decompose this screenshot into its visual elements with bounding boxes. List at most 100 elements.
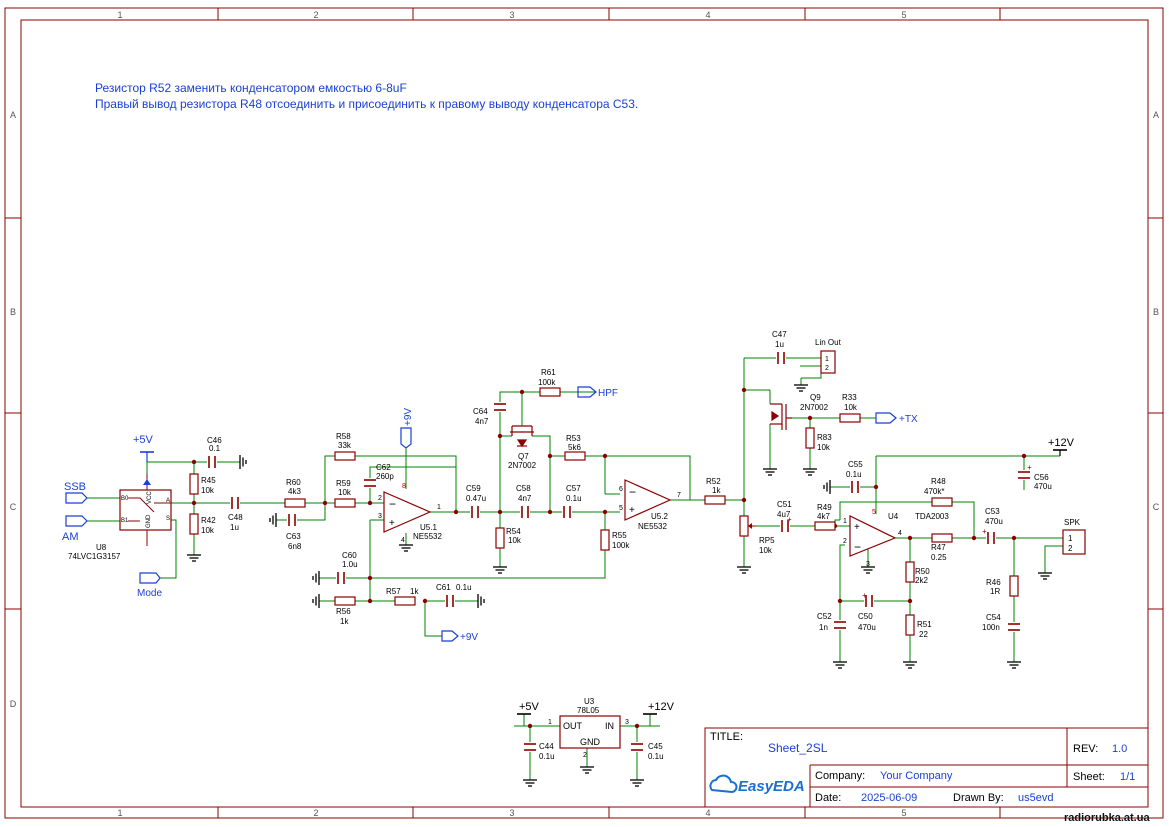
- ref-label: C53: [985, 507, 1000, 516]
- u5-1-pin-label: 1: [437, 504, 441, 511]
- svg-text:−: −: [629, 485, 636, 499]
- frame-col-label: 4: [705, 808, 710, 818]
- u4-pin-label: 4: [898, 530, 902, 537]
- ref-label: R61: [541, 368, 556, 377]
- ref-label: C55: [848, 460, 863, 469]
- frame-col-label: 5: [901, 10, 906, 20]
- label-lin-out: Lin Out: [815, 338, 842, 347]
- ref-label: C56: [1034, 473, 1049, 482]
- svg-text:−: −: [854, 540, 861, 554]
- ref-label: C63: [286, 532, 301, 541]
- title-block: [704, 727, 1149, 808]
- ref-label: Q9: [810, 393, 821, 402]
- value-label: 0.1u: [456, 583, 472, 592]
- frame-row-label: B: [1153, 307, 1159, 317]
- connector-spk: 1 2: [1062, 529, 1086, 555]
- company-label: Company:: [815, 770, 865, 782]
- value-label: 470u: [1034, 482, 1052, 491]
- ref-label: C61: [436, 583, 451, 592]
- note-line-1: Резистор R52 заменить конденсатором емко…: [95, 81, 407, 95]
- net-label-9v-top: +9V: [403, 408, 414, 426]
- rev-label: REV:: [1073, 743, 1098, 755]
- value-label: 0.1u: [648, 752, 664, 761]
- conn-pin: 1: [825, 356, 829, 363]
- value-label: 100k: [612, 541, 630, 550]
- value-label: 1k: [340, 617, 349, 626]
- ref-label: R53: [566, 434, 581, 443]
- connector-lin-out: 1 2: [820, 350, 836, 374]
- ref-label: C52: [817, 612, 832, 621]
- frame-col-label: 4: [705, 10, 710, 20]
- resistors: [189, 387, 1019, 636]
- u8-switch-ic: B0 B1 A S VCC GND: [119, 474, 172, 546]
- u3-pin-label: OUT: [563, 721, 583, 731]
- u5-2-pin-label: 6: [619, 486, 623, 493]
- u5-1-pin-label: 4: [401, 537, 405, 544]
- frame-row-label: C: [1153, 502, 1160, 512]
- company-value: Your Company: [880, 770, 953, 782]
- value-label: 1u: [775, 340, 784, 349]
- value-label: NE5532: [413, 532, 442, 541]
- ref-label: R49: [817, 503, 832, 512]
- value-label: 5k6: [568, 443, 581, 452]
- note-line-2: Правый вывод резистора R48 отсоединить и…: [95, 97, 639, 111]
- value-label: 100n: [982, 623, 1000, 632]
- ref-label: Q7: [518, 452, 529, 461]
- ref-label: U5.2: [651, 512, 668, 521]
- value-label: 1R: [990, 587, 1000, 596]
- value-label: 78L05: [577, 706, 600, 715]
- u8-pin-label: B1: [121, 518, 129, 524]
- value-label: 4n7: [475, 417, 489, 426]
- frame-col-label: 1: [117, 10, 122, 20]
- frame-col-label: 2: [313, 808, 318, 818]
- ref-label: U5.1: [420, 523, 437, 532]
- value-label: 470u: [985, 517, 1003, 526]
- net-label-5v: +5V: [133, 434, 154, 446]
- date-label: Date:: [815, 792, 841, 804]
- svg-text:+: +: [787, 515, 792, 524]
- ref-label: C60: [342, 551, 357, 560]
- net-label-mode: Mode: [137, 588, 162, 599]
- net-label-5v-reg: +5V: [519, 701, 540, 713]
- ref-label: C46: [207, 436, 222, 445]
- ref-label: U4: [888, 512, 899, 521]
- net-label-tx: +TX: [899, 414, 918, 425]
- ref-label: R57: [386, 587, 401, 596]
- frame-row-label: A: [1153, 110, 1159, 120]
- value-label: 1k: [712, 486, 721, 495]
- watermark: radiorubka.at.ua: [1064, 812, 1150, 824]
- u8-pin-label: GND: [146, 514, 152, 528]
- u5-2-pin-label: 5: [619, 505, 623, 512]
- value-label: 0.1: [209, 444, 221, 453]
- u3-pin-label: 2: [583, 752, 587, 759]
- drawn-value: us5evd: [1018, 792, 1053, 804]
- ref-label: C50: [858, 612, 873, 621]
- u5-1-pin-label: 2: [378, 495, 382, 502]
- svg-text:+: +: [862, 591, 867, 600]
- value-label: 1k: [410, 587, 419, 596]
- value-label: 0.25: [931, 553, 947, 562]
- value-label: 1.0u: [342, 560, 358, 569]
- drawn-label: Drawn By:: [953, 792, 1004, 804]
- value-label: 22: [919, 630, 928, 639]
- value-label: 470k*: [924, 487, 944, 496]
- value-label: 0.1u: [566, 494, 582, 503]
- net-label-am: AM: [62, 531, 79, 543]
- u4-pin-label: 1: [843, 518, 847, 525]
- logo-text: EasyEDA: [738, 778, 805, 795]
- opamp-u5-2: −+ 6 5 7: [619, 479, 681, 521]
- value-label: 6n8: [288, 542, 302, 551]
- frame-col-label: 3: [509, 808, 514, 818]
- ref-label: C51: [777, 500, 792, 509]
- ref-label: C48: [228, 513, 243, 522]
- value-label: 10k: [201, 486, 215, 495]
- title-label: TITLE:: [710, 731, 743, 743]
- u4-pin-label: 3: [866, 561, 870, 568]
- frame-col-label: 5: [901, 808, 906, 818]
- value-label: 2N7002: [800, 403, 829, 412]
- net-label-12v: +12V: [1048, 437, 1075, 449]
- value-label: 260p: [376, 472, 394, 481]
- ref-label: C45: [648, 742, 663, 751]
- ref-label: R59: [336, 479, 351, 488]
- u3-pin-label: 1: [548, 719, 552, 726]
